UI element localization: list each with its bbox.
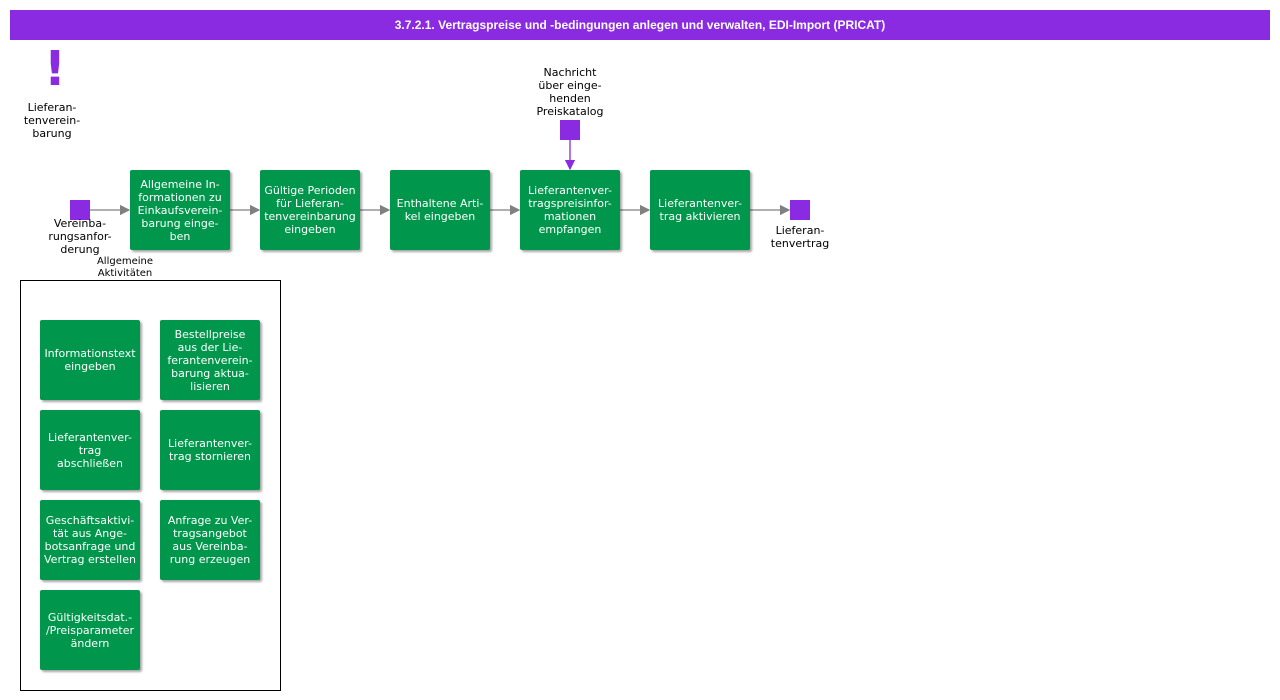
task-cancel-contract[interactable]: Lieferantenver- trag stornieren — [160, 410, 260, 490]
diagram-title: 3.7.2.1. Vertragspreise und -bedingungen… — [10, 10, 1270, 40]
task-validity-periods[interactable]: Gültige Perioden für Lieferan- tenverein… — [260, 170, 360, 250]
message-event — [560, 120, 580, 140]
task-update-order-prices[interactable]: Bestellpreise aus der Lie- ferantenverei… — [160, 320, 260, 400]
task-change-validity-parameters[interactable]: Gültigkeitsdat.- /Preisparameter ändern — [40, 590, 140, 670]
general-activities-caption: Allgemeine Aktivitäten — [96, 256, 154, 278]
task-create-business-activity[interactable]: Geschäftsaktivi- tät aus Ange- botsanfra… — [40, 500, 140, 580]
task-create-offer-request[interactable]: Anfrage zu Ver- tragsangebot aus Vereinb… — [160, 500, 260, 580]
task-enter-articles[interactable]: Enthaltene Arti- kel eingeben — [390, 170, 490, 250]
task-general-info[interactable]: Allgemeine In- formationen zu Einkaufsve… — [130, 170, 230, 250]
end-event — [790, 200, 810, 220]
task-receive-price-info[interactable]: Lieferantenver- tragspreisinfor- matione… — [520, 170, 620, 250]
message-event-label: Nachricht über eingе- henden Preiskatalo… — [536, 66, 604, 118]
start-event-label: Vereinba- rungsanfor- derung — [48, 217, 112, 256]
end-event-label: Lieferan- tenvertrag — [770, 224, 830, 250]
task-conclude-contract[interactable]: Lieferantenver- trag abschließen — [40, 410, 140, 490]
task-enter-info-text[interactable]: Informationstext eingeben — [40, 320, 140, 400]
exclamation-icon: ! — [44, 41, 66, 97]
task-activate-contract[interactable]: Lieferantenver- trag aktivieren — [650, 170, 750, 250]
start-event — [70, 200, 90, 220]
trigger-label: Lieferan- tenverein- barung — [23, 101, 81, 140]
